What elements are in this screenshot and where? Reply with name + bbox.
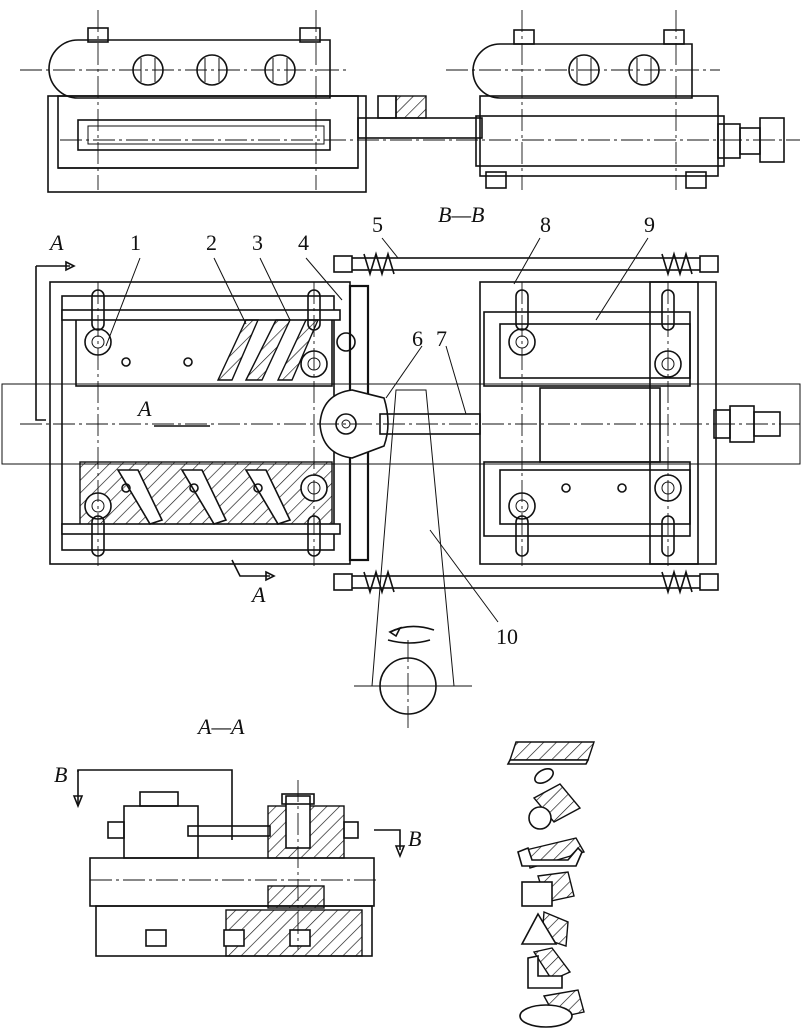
profile-triangle-bar — [520, 910, 569, 947]
section-view-aa — [72, 769, 406, 957]
part-label-10: 10 — [496, 624, 518, 649]
part-label-8: 8 — [540, 212, 551, 237]
part-label-1: 1 — [130, 230, 141, 255]
profile-round-bar — [534, 767, 554, 785]
part-label-2: 2 — [206, 230, 217, 255]
profile-rectangular-bar — [521, 871, 575, 907]
part-label-3: 3 — [252, 230, 263, 255]
profile-rounded-bar — [528, 783, 582, 830]
part-label-5: 5 — [372, 212, 383, 237]
profile-angle-bar — [527, 947, 572, 989]
section-label-a-bottom: A — [250, 582, 266, 607]
section-label-aa: A—A — [196, 714, 245, 739]
part-label-9: 9 — [644, 212, 655, 237]
profile-channel — [517, 837, 586, 869]
profile-flat-bar — [506, 741, 595, 765]
section-label-bb: B—B — [438, 202, 484, 227]
profile-oval-bar — [519, 989, 585, 1028]
section-label-a-top: A — [48, 230, 64, 255]
plan-view — [1, 237, 801, 730]
top-view-bb — [20, 10, 800, 193]
part-label-4: 4 — [298, 230, 309, 255]
part-label-6: 6 — [412, 326, 423, 351]
section-label-a-mid: A — [136, 396, 152, 421]
section-label-b-right: B — [408, 826, 421, 851]
section-label-b-left: B — [54, 762, 67, 787]
profile-samples — [506, 741, 595, 1028]
part-label-7: 7 — [436, 326, 447, 351]
